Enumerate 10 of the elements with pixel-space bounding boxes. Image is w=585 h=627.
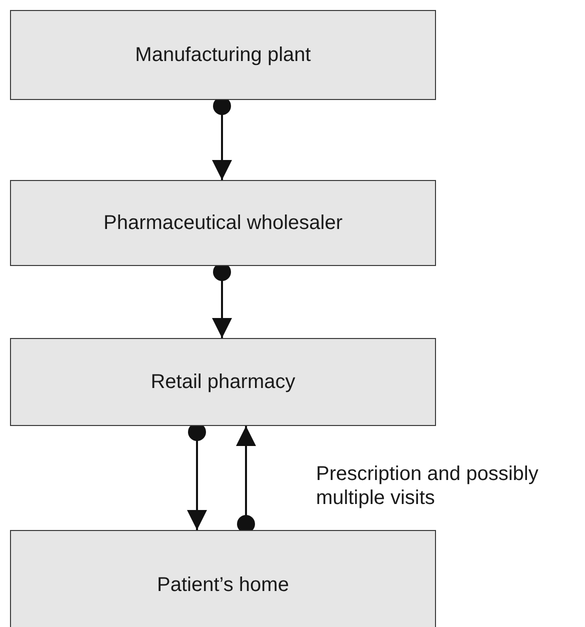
box-label: Pharmaceutical wholesaler: [102, 212, 344, 234]
process-box: [10, 530, 436, 627]
box-label: Manufacturing plant: [134, 44, 312, 66]
arrow: [236, 426, 256, 533]
note-text: Prescription and possibly multiple visits: [316, 462, 540, 510]
process-box: [10, 180, 436, 266]
process-box: [10, 10, 436, 100]
process-box: [10, 338, 436, 426]
box-label: Patient’s home: [156, 574, 290, 596]
box-label: Retail pharmacy: [150, 370, 296, 394]
